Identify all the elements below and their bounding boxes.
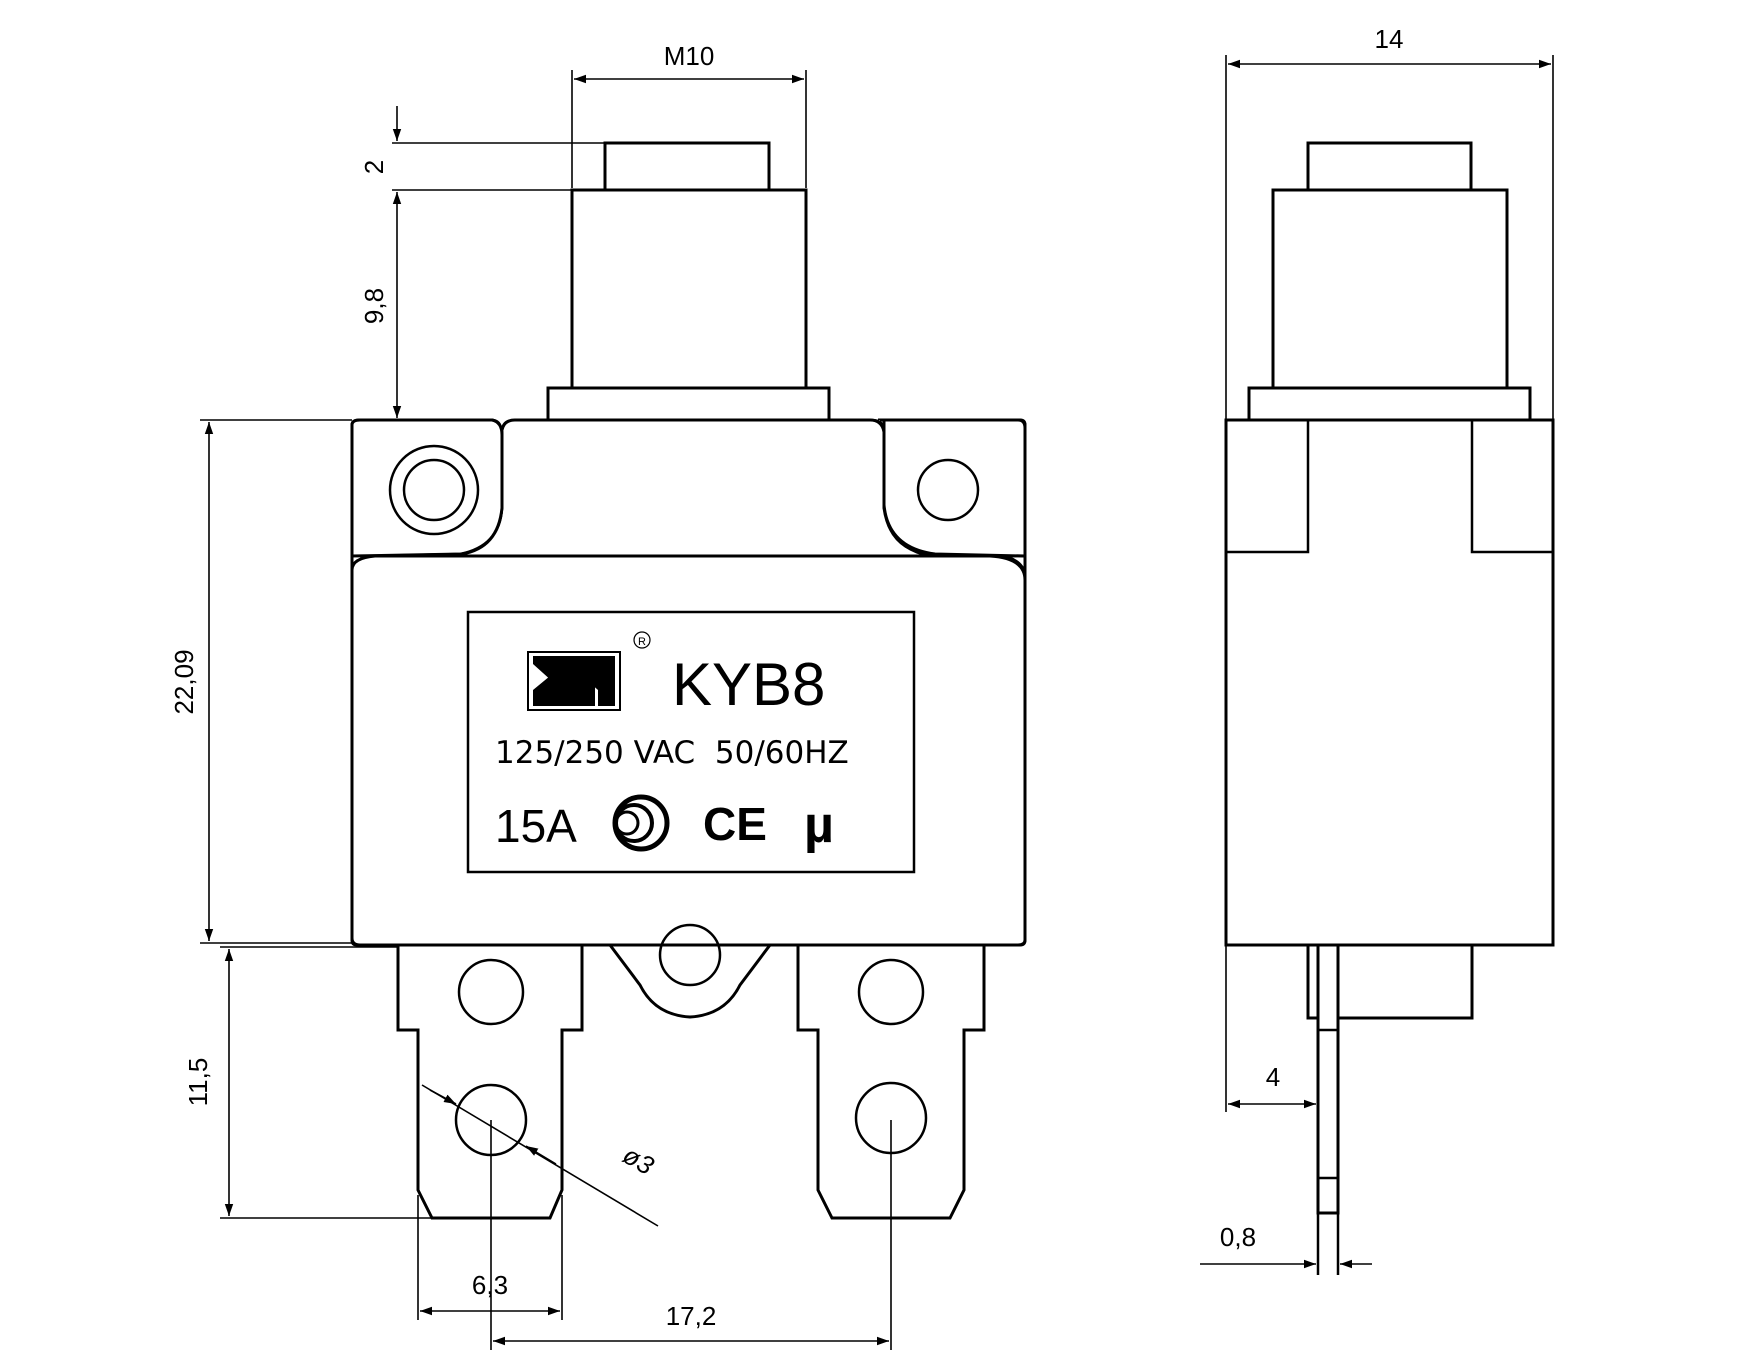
mounting-hole-right [916, 458, 980, 522]
dim-body-height: 22,09 [169, 649, 199, 714]
dim-thread: M10 [664, 41, 715, 71]
dim-bushing-height: 9,8 [359, 288, 389, 324]
registered-mark: R [638, 636, 646, 648]
front-view: R KYB8 125/250 VAC 50/60HZ 15A CE µ [350, 141, 1027, 1220]
side-terminal-blade [1316, 943, 1340, 1215]
voltage-rating: 125/250 VAC 50/60HZ [495, 735, 849, 771]
reset-button [603, 141, 771, 192]
side-bushing [1271, 188, 1509, 390]
label-plate [466, 610, 916, 874]
side-housing [1224, 418, 1555, 947]
ccc-mark-icon [612, 794, 670, 852]
housing-ear-left [350, 418, 504, 558]
threaded-bushing [570, 188, 808, 390]
housing-top [359, 418, 931, 558]
center-tab-hole [658, 923, 722, 987]
current-rating: 15A [495, 800, 577, 852]
ce-mark: CE [703, 798, 767, 850]
terminal-left [396, 943, 584, 1220]
dim-hole-diameter: ø3 [618, 1140, 660, 1181]
terminal-right-upper-hole [857, 958, 925, 1026]
side-collar [1247, 386, 1532, 422]
dim-button-height: 2 [359, 160, 389, 174]
center-mounting-tab [607, 943, 773, 1019]
dim-terminal-width: 6,3 [472, 1270, 508, 1300]
brand-logo-icon [527, 651, 621, 711]
dim-side-width: 14 [1375, 24, 1404, 54]
dim-terminal-thickness: 0,8 [1220, 1222, 1256, 1252]
dim-side-offset: 4 [1266, 1062, 1280, 1092]
mounting-hole-left-outer [388, 444, 480, 536]
dim-terminal-pitch: 17,2 [666, 1301, 717, 1331]
dim-terminal-length: 11,5 [183, 1058, 213, 1107]
side-view [1224, 141, 1555, 1275]
terminal-right [796, 943, 986, 1220]
ul-mark: µ [804, 796, 834, 854]
side-ear-outline [1226, 420, 1553, 554]
terminal-left-upper-hole [457, 958, 525, 1026]
side-reset-button [1306, 141, 1473, 192]
mounting-hole-left [402, 458, 466, 522]
front-dimensions: M10 2 9,8 22,09 11,5 ø3 6,3 17,2 [169, 41, 892, 1350]
registered-mark-icon [633, 631, 651, 649]
side-dimensions: 14 4 0,8 [1200, 24, 1554, 1269]
bushing-collar [546, 386, 831, 422]
model-name: KYB8 [672, 651, 825, 718]
housing-ear-right [882, 418, 1027, 558]
housing-body [350, 554, 1027, 947]
